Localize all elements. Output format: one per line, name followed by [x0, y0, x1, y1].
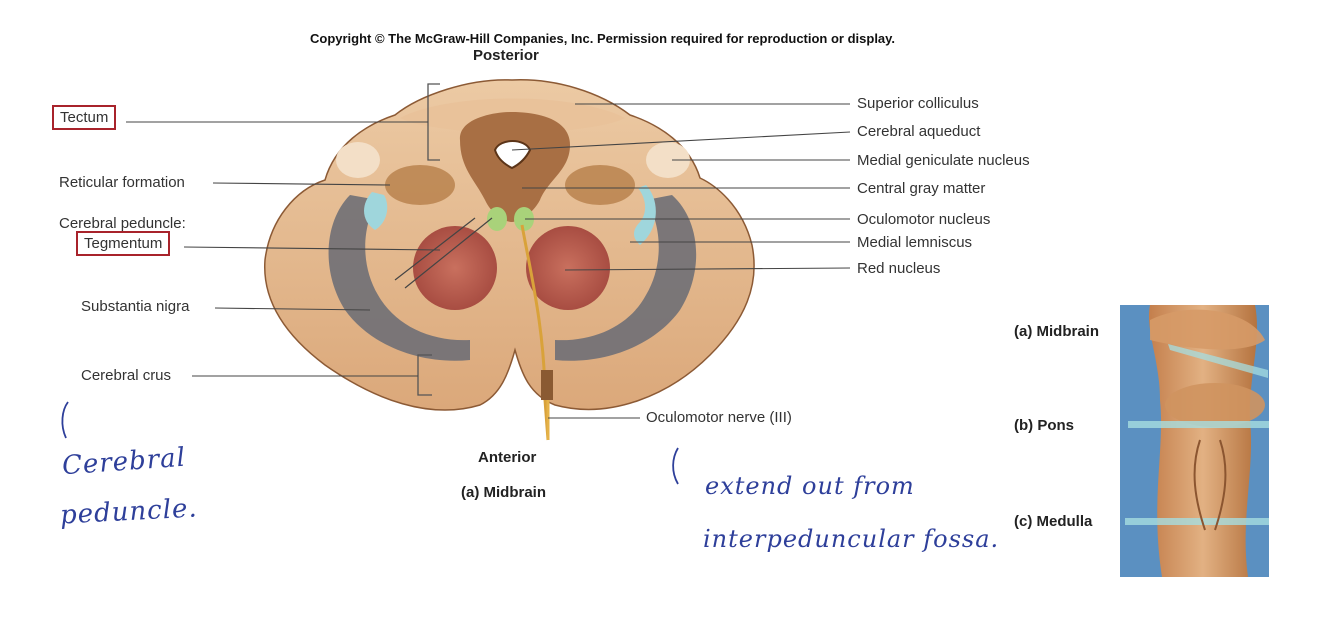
medial-lemniscus-left	[364, 192, 388, 230]
cerebral-crus-label: Cerebral crus	[81, 367, 172, 384]
red-nucleus-right	[526, 226, 610, 310]
substantia-nigra-label: Substantia nigra	[81, 298, 190, 315]
oculomotor-nucleus-label: Oculomotor nucleus	[857, 211, 991, 228]
hand-bracket-right	[672, 447, 679, 485]
oculomotor-nucleus-right	[514, 207, 534, 231]
panel-midbrain-label: (a) Midbrain	[1014, 323, 1099, 340]
medial-lemniscus-right	[634, 185, 656, 245]
cerebral-aqueduct	[493, 140, 532, 170]
panel-medulla-label: (c) Medulla	[1014, 513, 1093, 530]
cerebral-peduncle-label: Cerebral peduncle:	[59, 215, 186, 232]
brainstem-illustration	[1120, 305, 1269, 577]
red-nucleus-left	[413, 226, 497, 310]
right-leaders	[511, 103, 851, 419]
reticular-formation-left	[385, 165, 455, 205]
medial-geniculate-left	[336, 142, 380, 178]
medial-lemniscus-label: Medial lemniscus	[857, 234, 973, 251]
panel-pons-label: (b) Pons	[1014, 417, 1074, 434]
copyright-notice: Copyright © The McGraw-Hill Companies, I…	[310, 31, 896, 46]
oculomotor-nucleus-left	[487, 207, 507, 231]
substantia-nigra-left	[328, 195, 470, 361]
reticular-formation-right	[565, 165, 635, 205]
red-nucleus-label: Red nucleus	[857, 260, 941, 277]
figure-caption: (a) Midbrain	[461, 484, 546, 501]
posterior-label: Posterior	[473, 47, 539, 64]
substantia-nigra-right	[555, 195, 697, 361]
medial-geniculate-label: Medial geniculate nucleus	[857, 152, 1030, 169]
crus-bracket	[417, 354, 432, 396]
central-gray-label: Central gray matter	[857, 180, 986, 197]
tectum-label: Tectum	[52, 105, 117, 130]
medial-geniculate-right	[646, 142, 690, 178]
tegmentum-label: Tegmentum	[76, 231, 171, 256]
hand-bracket-left	[61, 401, 69, 439]
left-leaders	[126, 121, 441, 377]
superior-colliculus-label: Superior colliculus	[857, 95, 979, 112]
oculomotor-nerve-label: Oculomotor nerve (III)	[646, 409, 792, 426]
reticular-formation-label: Reticular formation	[59, 174, 185, 191]
handwritten-note-right-1: extend out from	[705, 472, 915, 500]
oculomotor-nerve-root	[541, 370, 553, 400]
anterior-label: Anterior	[478, 449, 537, 466]
handwritten-note-right-2: interpeduncular fossa.	[703, 525, 1000, 553]
cerebral-aqueduct-label: Cerebral aqueduct	[857, 123, 981, 140]
